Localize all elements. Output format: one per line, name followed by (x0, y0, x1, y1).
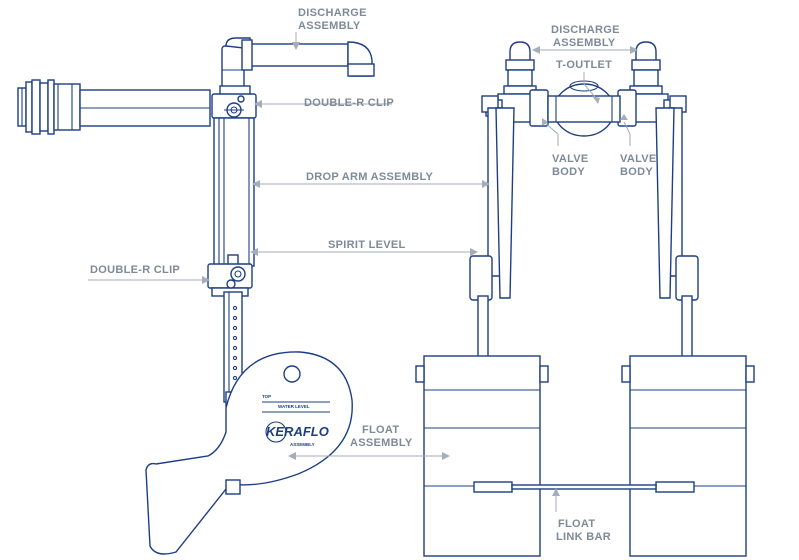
callout-labels: DISCHARGE ASSEMBLY DOUBLE-R CLIP DROP AR… (90, 7, 657, 543)
label-float-link-bar-2: LINK BAR (556, 531, 611, 543)
double-r-clip-top (211, 93, 257, 119)
label-valve-body-right-1: VALVE (620, 153, 657, 165)
float-plate-sub-text: ASSEMBLY (290, 442, 315, 447)
label-float-assembly-2: ASSEMBLY (350, 437, 413, 449)
label-spirit-level: SPIRIT LEVEL (328, 239, 406, 251)
drop-arm-front-left (469, 95, 515, 359)
leader-lines (88, 32, 638, 512)
label-drop-arm-assembly: DROP ARM ASSEMBLY (306, 171, 433, 183)
front-view (415, 41, 755, 557)
label-discharge-assembly-right-1: DISCHARGE (551, 24, 620, 36)
drop-arm-front-right (655, 95, 699, 359)
discharge-pipe-side (219, 37, 375, 97)
t-outlet (547, 80, 621, 137)
label-valve-body-left-1: VALVE (552, 153, 589, 165)
label-discharge-assembly-left-2: ASSEMBLY (298, 20, 361, 32)
label-discharge-assembly-left-1: DISCHARGE (298, 7, 367, 19)
drop-arm-side (213, 117, 255, 270)
label-valve-body-left-2: BODY (552, 166, 585, 178)
label-double-r-clip-bottom: DOUBLE-R CLIP (90, 264, 180, 276)
float-plate-brand-logo: KERAFLO (266, 424, 329, 439)
discharge-elbow-left (503, 41, 537, 95)
float-front-left (415, 355, 549, 557)
float-link-bar (473, 481, 695, 493)
label-discharge-assembly-right-2: ASSEMBLY (553, 37, 616, 49)
label-float-assembly-1: FLOAT (362, 424, 399, 436)
side-view: TOP WATER LEVEL KERAFLO ASSEMBLY (17, 37, 375, 555)
float-plate-water-level-text: WATER LEVEL (278, 404, 310, 409)
inlet-pipe (17, 79, 211, 135)
double-r-clip-bottom (207, 263, 253, 297)
label-t-outlet: T-OUTLET (556, 59, 612, 71)
float-front-right (621, 355, 755, 557)
float-side: TOP WATER LEVEL KERAFLO ASSEMBLY (145, 351, 353, 555)
label-double-r-clip-top: DOUBLE-R CLIP (304, 97, 394, 109)
label-valve-body-right-2: BODY (620, 166, 653, 178)
float-plate-top-text: TOP (262, 394, 271, 399)
label-float-link-bar-1: FLOAT (558, 518, 595, 530)
